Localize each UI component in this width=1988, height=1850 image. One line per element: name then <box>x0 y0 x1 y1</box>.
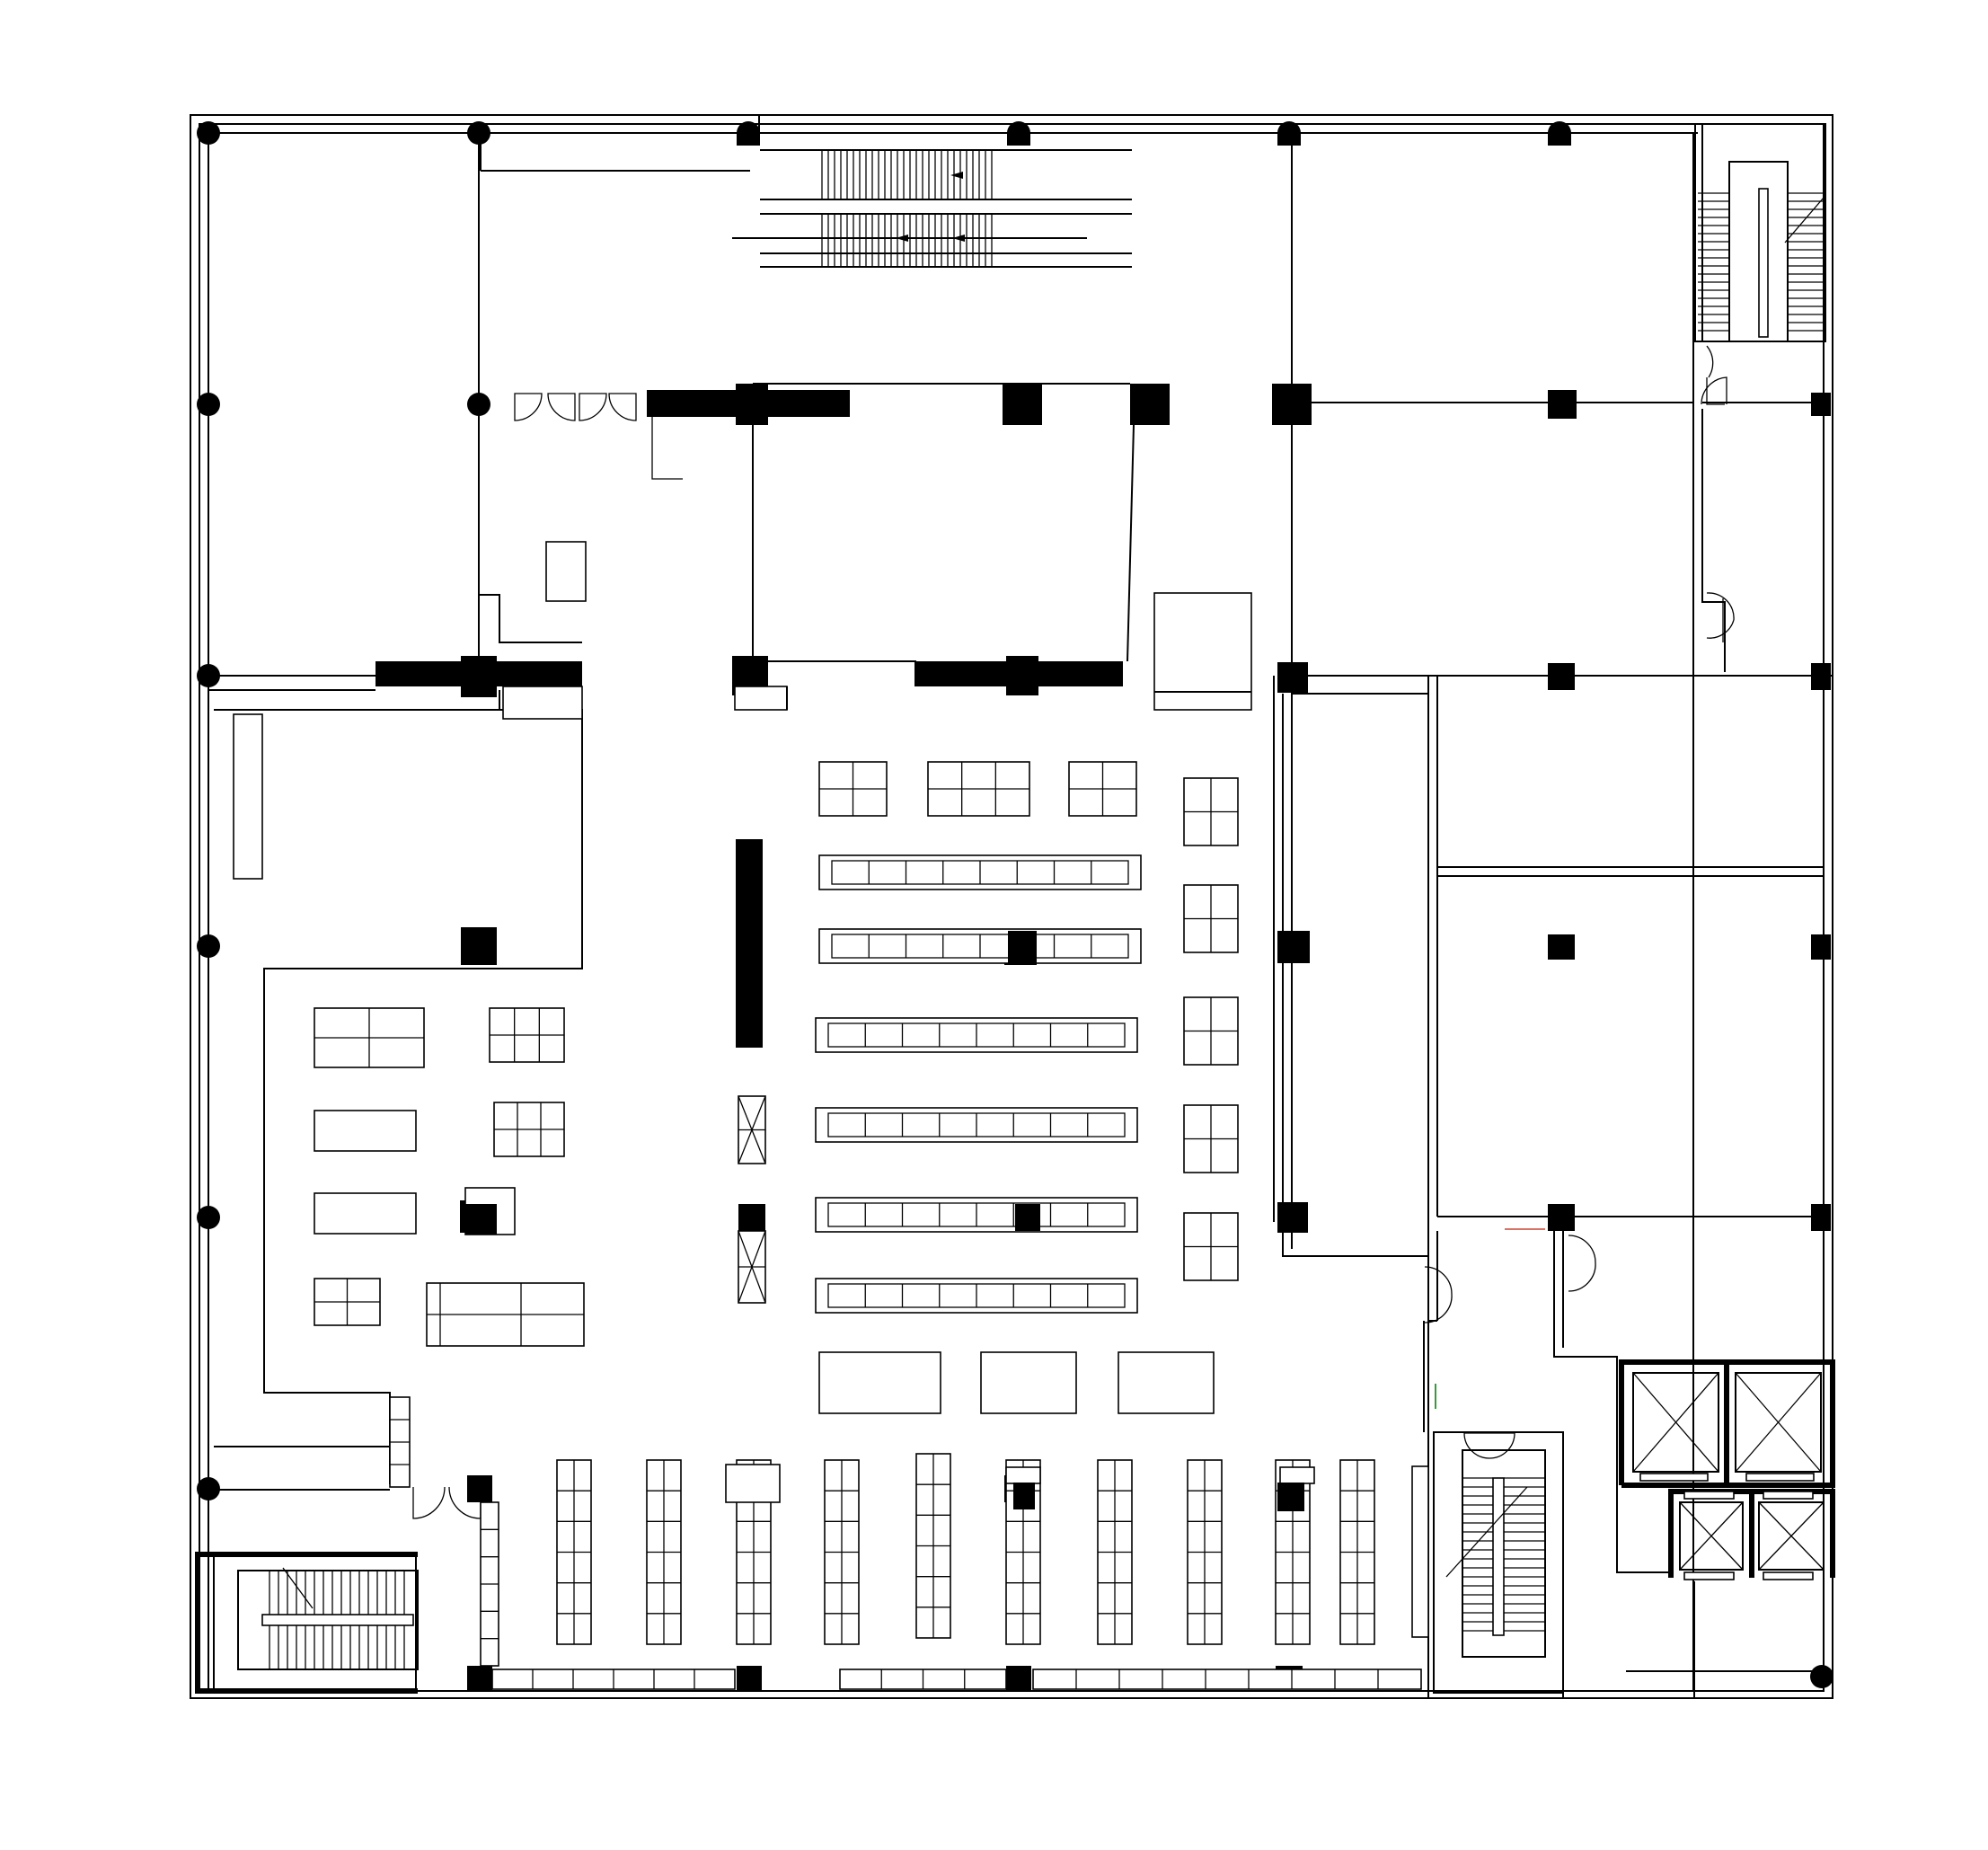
interior-partitions <box>208 124 1833 1698</box>
fixture-columns <box>1008 931 1304 1511</box>
wall-shelf <box>1032 1669 1422 1690</box>
display-table <box>314 1110 417 1152</box>
display-unit <box>1279 1466 1315 1484</box>
round-columns <box>197 121 1833 1688</box>
fixture-column <box>1015 1204 1040 1231</box>
display-table <box>314 1192 417 1235</box>
fixture-column <box>465 1204 497 1235</box>
central-room <box>479 383 1252 720</box>
display-unit <box>1005 1466 1041 1484</box>
stair-bottom-center <box>1433 1431 1564 1694</box>
stair-top-right <box>1694 123 1826 342</box>
wall-shelves <box>233 713 1422 1690</box>
shelving-fixtures <box>314 761 1429 1645</box>
doors <box>412 345 1735 1519</box>
elevators <box>1619 1359 1835 1580</box>
fixture-column <box>1013 1483 1035 1509</box>
display-table <box>818 1351 941 1414</box>
wall-shelf <box>233 713 263 880</box>
escalators <box>732 149 1132 268</box>
wall-shelf <box>1411 1465 1429 1638</box>
right-corridor <box>1273 676 1425 1432</box>
fixture-column <box>738 1204 765 1231</box>
accent-marks <box>1435 1228 1545 1409</box>
display-table <box>1118 1351 1215 1414</box>
display-unit <box>725 1464 781 1503</box>
stair-bottom-left <box>195 1552 419 1694</box>
fixture-column <box>1008 931 1037 963</box>
display-table <box>980 1351 1077 1414</box>
fixture-column <box>1277 1483 1304 1511</box>
